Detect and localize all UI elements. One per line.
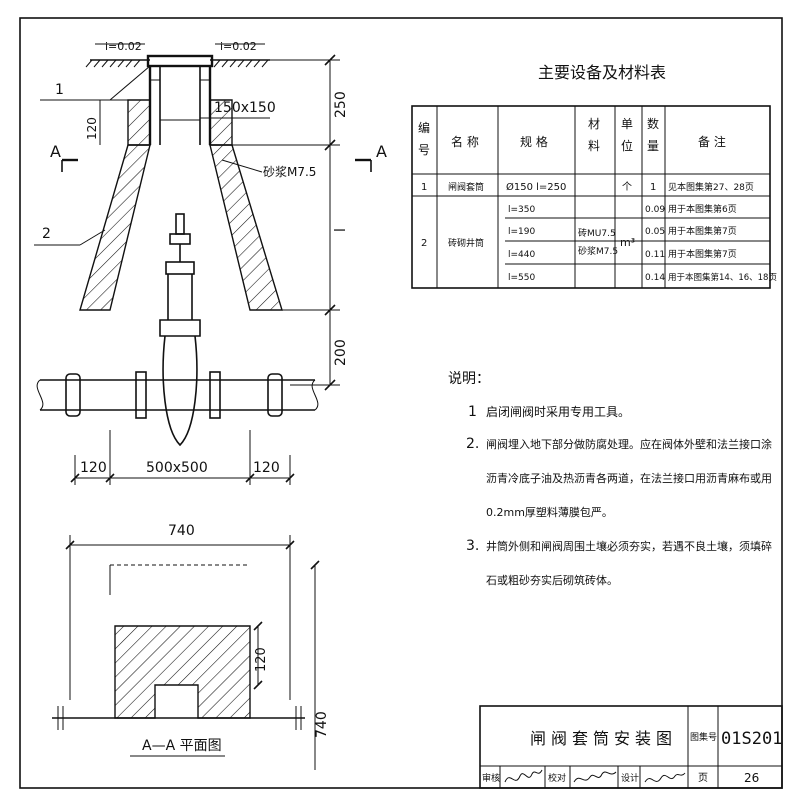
header-note: 备 注 — [698, 134, 726, 149]
note-3-line-2: 石或粗砂夯实后砌筑砖体。 — [486, 573, 618, 587]
design-signature — [644, 772, 686, 783]
header-unit: 单位 — [621, 117, 633, 153]
dim-bottom-right: 120 — [253, 460, 280, 476]
note-3-line-1: 井筒外侧和闸阀周围土壤必须夯实，若遇不良土壤，须填碎 — [486, 539, 772, 553]
plan-dim-width: 740 — [168, 523, 195, 539]
brick-shaft-left — [79, 144, 151, 311]
plan-dim-height: 740 — [314, 711, 330, 738]
notes: 说明： 1 启闭闸阀时采用专用工具。 2. 闸阀埋入地下部分做防腐处理。应在阀体… — [448, 371, 772, 587]
atlas-number: 01S201 — [721, 729, 782, 749]
header-name: 名 称 — [451, 134, 479, 149]
plan-view-title: A—A 平面图 — [142, 738, 222, 754]
row1-no: 1 — [421, 182, 427, 193]
valve-sleeve — [146, 54, 214, 145]
sheet-border — [19, 17, 783, 789]
plan-view: 740 120 740 A—A 平面图 — [52, 523, 330, 770]
row2-name: 砖砌井筒 — [448, 237, 484, 249]
row2-unit: m³ — [620, 236, 635, 249]
row2-no: 2 — [421, 238, 427, 249]
check-label: 校对 — [548, 772, 566, 784]
row1-unit: 个 — [622, 181, 632, 193]
row2a-spec: l=350 — [508, 205, 535, 215]
mortar-label: 砂浆M7.5 — [263, 164, 316, 179]
slope-label-left: i=0.02 — [105, 40, 142, 53]
dim-l: l — [333, 228, 349, 232]
note-2-line-3: 0.2mm厚塑料薄膜包严。 — [486, 505, 613, 519]
dim-sleeve-size: 150x150 — [214, 100, 276, 116]
dim-200: 200 — [333, 339, 349, 366]
header-spec: 规 格 — [520, 134, 548, 149]
row2c-note: 用于本图集第7页 — [668, 248, 737, 260]
header-qty: 数量 — [647, 116, 659, 153]
review-label: 审核 — [482, 772, 500, 784]
row2c-qty: 0.11 — [645, 250, 665, 260]
row1-qty: 1 — [650, 182, 656, 193]
note-1-num: 1 — [468, 404, 477, 420]
sleeve-collar-left — [127, 99, 151, 146]
dim-120-top: 120 — [85, 117, 99, 140]
atlas-label: 图集号 — [690, 731, 717, 743]
row2d-qty: 0.14 — [645, 273, 665, 283]
callout-2: 2 — [42, 226, 51, 242]
row2b-note: 用于本图集第7页 — [668, 225, 737, 237]
title-block: 闸阀套筒安装图 图集号 01S201 审核 校对 设计 页 26 — [479, 705, 783, 789]
page-number: 26 — [744, 771, 759, 785]
row2b-spec: l=190 — [508, 227, 535, 237]
notes-heading: 说明： — [448, 371, 490, 387]
plan-dim-wall: 120 — [254, 647, 269, 672]
row2b-qty: 0.05 — [645, 227, 665, 237]
row2a-qty: 0.09 — [645, 205, 665, 215]
note-1-text: 启闭闸阀时采用专用工具。 — [486, 404, 630, 419]
callout-1: 1 — [55, 82, 64, 98]
page-label: 页 — [698, 772, 708, 784]
drawing-title: 闸阀套筒安装图 — [530, 729, 677, 748]
check-signature — [573, 771, 617, 783]
section-mark-right: A — [376, 142, 387, 161]
row2d-spec: l=550 — [508, 273, 535, 283]
gate-valve — [159, 213, 201, 447]
design-label: 设计 — [621, 772, 639, 784]
material-table: 主要设备及材料表 编号 名 称 规 格 材料 单位 数量 备 注 1 闸阀套筒 … — [411, 63, 777, 289]
note-2-line-1: 闸阀埋入地下部分做防腐处理。应在阀体外壁和法兰接口涂 — [486, 437, 772, 451]
dim-250: 250 — [333, 91, 349, 118]
header-no: 编号 — [418, 120, 430, 157]
dim-bottom-left: 120 — [80, 460, 107, 476]
pipeline — [36, 371, 319, 419]
plan-brick-shaft — [114, 625, 251, 719]
row1-note: 见本图集第27、28页 — [668, 181, 754, 193]
section-mark-left: A — [50, 142, 61, 161]
row1-spec: Ø150 l=250 — [506, 181, 566, 193]
review-signature — [504, 769, 543, 783]
dim-bottom-mid: 500x500 — [146, 460, 208, 476]
row2c-spec: l=440 — [508, 250, 535, 260]
header-material: 材料 — [588, 117, 600, 153]
row2a-note: 用于本图集第6页 — [668, 203, 737, 215]
row1-name: 闸阀套筒 — [448, 181, 484, 193]
note-3-num: 3. — [466, 538, 479, 554]
slope-label-right: i=0.02 — [220, 40, 257, 53]
note-2-num: 2. — [466, 436, 479, 452]
section-view: i=0.02 i=0.02 — [34, 40, 387, 485]
note-2-line-2: 沥青冷底子油及热沥青各两道，在法兰接口用沥青麻布或用 — [486, 471, 772, 485]
row2d-note: 用于本图集第14、16、18页 — [668, 272, 777, 283]
table-title: 主要设备及材料表 — [538, 63, 666, 82]
